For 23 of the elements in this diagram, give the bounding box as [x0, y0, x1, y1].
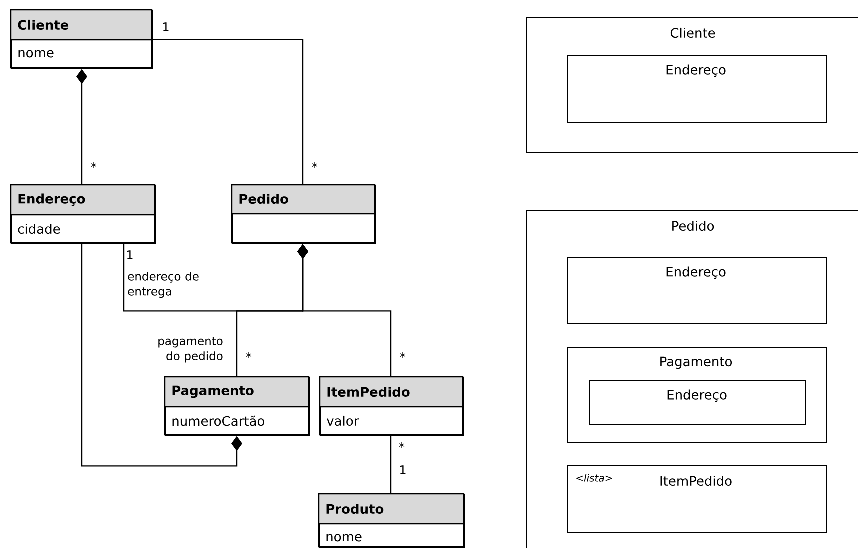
- nested-box: Endereço: [589, 380, 806, 426]
- class-box: Pedido: [231, 184, 376, 244]
- multiplicity-label: 1: [164, 22, 169, 32]
- role-label: pagamento do pedido: [158, 337, 223, 363]
- multiplicity-label: *: [399, 442, 405, 448]
- association-line: [153, 39, 304, 185]
- multiplicity-label: *: [91, 162, 97, 168]
- role-label: endereço de entrega: [128, 272, 199, 298]
- class-box: ItemPedido valor: [319, 376, 464, 436]
- class-box: Cliente nome: [10, 9, 154, 70]
- nested-box: Endereço: [567, 55, 828, 124]
- nested-box: Endereço: [567, 257, 828, 324]
- association-line: [81, 244, 242, 467]
- multiplicity-label: *: [400, 352, 406, 358]
- association-line: [390, 436, 392, 494]
- nested-box: <lista> ItemPedido: [567, 465, 828, 534]
- class-box: Produto nome: [318, 493, 466, 548]
- multiplicity-label: 1: [400, 466, 406, 474]
- multiplicity-label: 1: [128, 250, 133, 260]
- class-box: Pagamento numeroCartão: [164, 376, 310, 436]
- multiplicity-label: *: [246, 352, 252, 358]
- class-box: Endereço cidade: [10, 184, 156, 244]
- multiplicity-label: *: [312, 162, 318, 168]
